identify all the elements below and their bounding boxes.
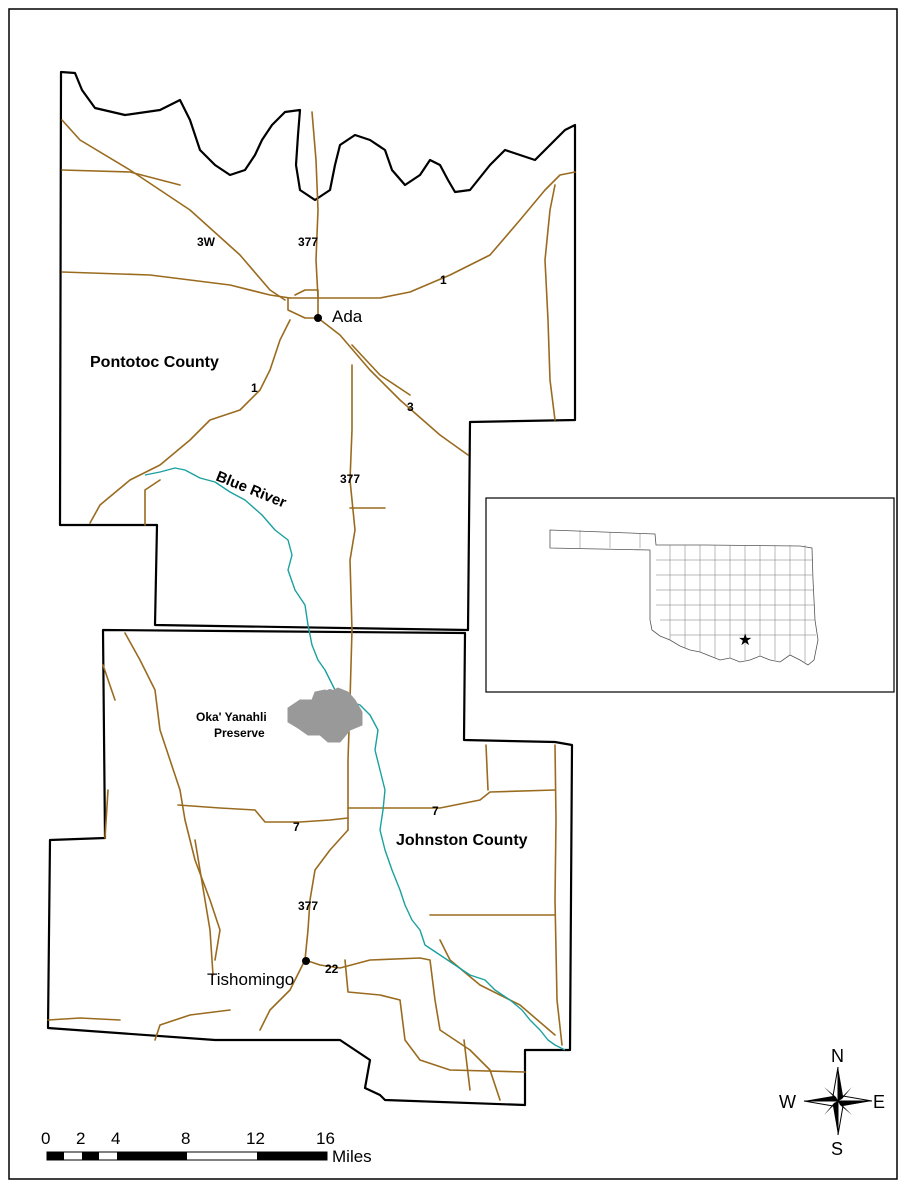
johnston-county-boundary xyxy=(46,628,574,1107)
road-label-22: 22 xyxy=(325,962,339,976)
blue-river xyxy=(144,467,566,1051)
johnston-county-label: Johnston County xyxy=(396,832,528,849)
roads-johnston xyxy=(47,629,563,1101)
ada-town-dot xyxy=(314,314,322,322)
tishomingo-town-label: Tishomingo xyxy=(207,970,294,989)
road-label-7-east: 7 xyxy=(432,804,439,818)
pontotoc-county-boundary xyxy=(58,70,577,632)
locator-star-icon: ★ xyxy=(738,632,752,649)
scale-tick-4: 4 xyxy=(111,1129,120,1148)
compass-east-label: E xyxy=(873,1092,885,1112)
tishomingo-town-dot xyxy=(302,957,310,965)
preserve-label-line2: Preserve xyxy=(214,726,265,740)
ada-town-label: Ada xyxy=(332,307,363,326)
compass-west-label: W xyxy=(779,1092,796,1112)
road-label-3w: 3W xyxy=(197,235,216,249)
road-label-377-north: 377 xyxy=(298,235,318,249)
scale-unit-label: Miles xyxy=(332,1147,372,1166)
road-label-377-mid: 377 xyxy=(340,472,360,486)
road-label-1-west: 1 xyxy=(251,381,258,395)
road-label-377-south: 377 xyxy=(298,899,318,913)
scale-bar xyxy=(46,1151,328,1161)
scale-tick-2: 2 xyxy=(76,1129,85,1148)
road-label-3: 3 xyxy=(407,400,414,414)
scale-tick-8: 8 xyxy=(181,1129,190,1148)
compass-south-label: S xyxy=(831,1139,843,1159)
scale-tick-12: 12 xyxy=(246,1129,265,1148)
compass-rose xyxy=(803,1066,873,1136)
compass-arrow-icon xyxy=(838,1067,843,1101)
preserve-marker xyxy=(326,689,334,697)
oka-yanahli-preserve-area xyxy=(287,687,363,743)
scale-tick-0: 0 xyxy=(41,1129,50,1148)
pontotoc-county-label: Pontotoc County xyxy=(90,354,219,371)
compass-north-label: N xyxy=(831,1046,844,1066)
oklahoma-locator-inset: ★ xyxy=(485,497,895,693)
road-label-1-east: 1 xyxy=(440,273,447,287)
preserve-label-line1: Oka' Yanahli xyxy=(196,710,267,724)
inset-frame xyxy=(485,497,895,693)
scale-tick-16: 16 xyxy=(316,1129,335,1148)
map-frame-border xyxy=(8,8,898,1180)
road-label-7-west: 7 xyxy=(293,820,300,834)
roads xyxy=(61,111,576,631)
